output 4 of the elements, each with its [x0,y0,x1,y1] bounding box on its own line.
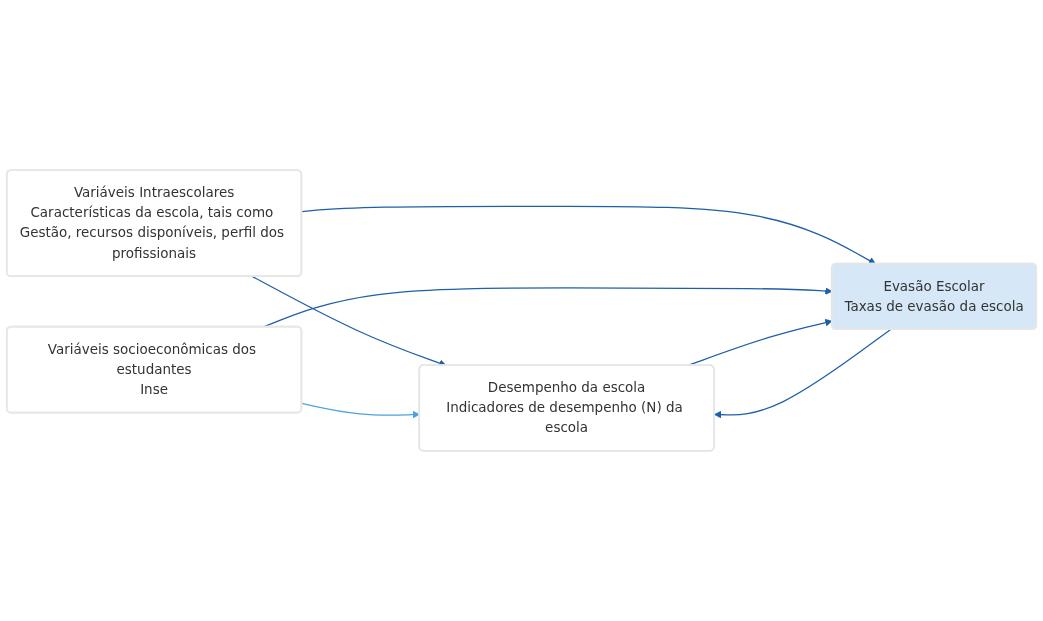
arrow [714,329,891,419]
arrow [251,276,447,367]
arrow [301,205,877,265]
arrow [301,402,420,419]
